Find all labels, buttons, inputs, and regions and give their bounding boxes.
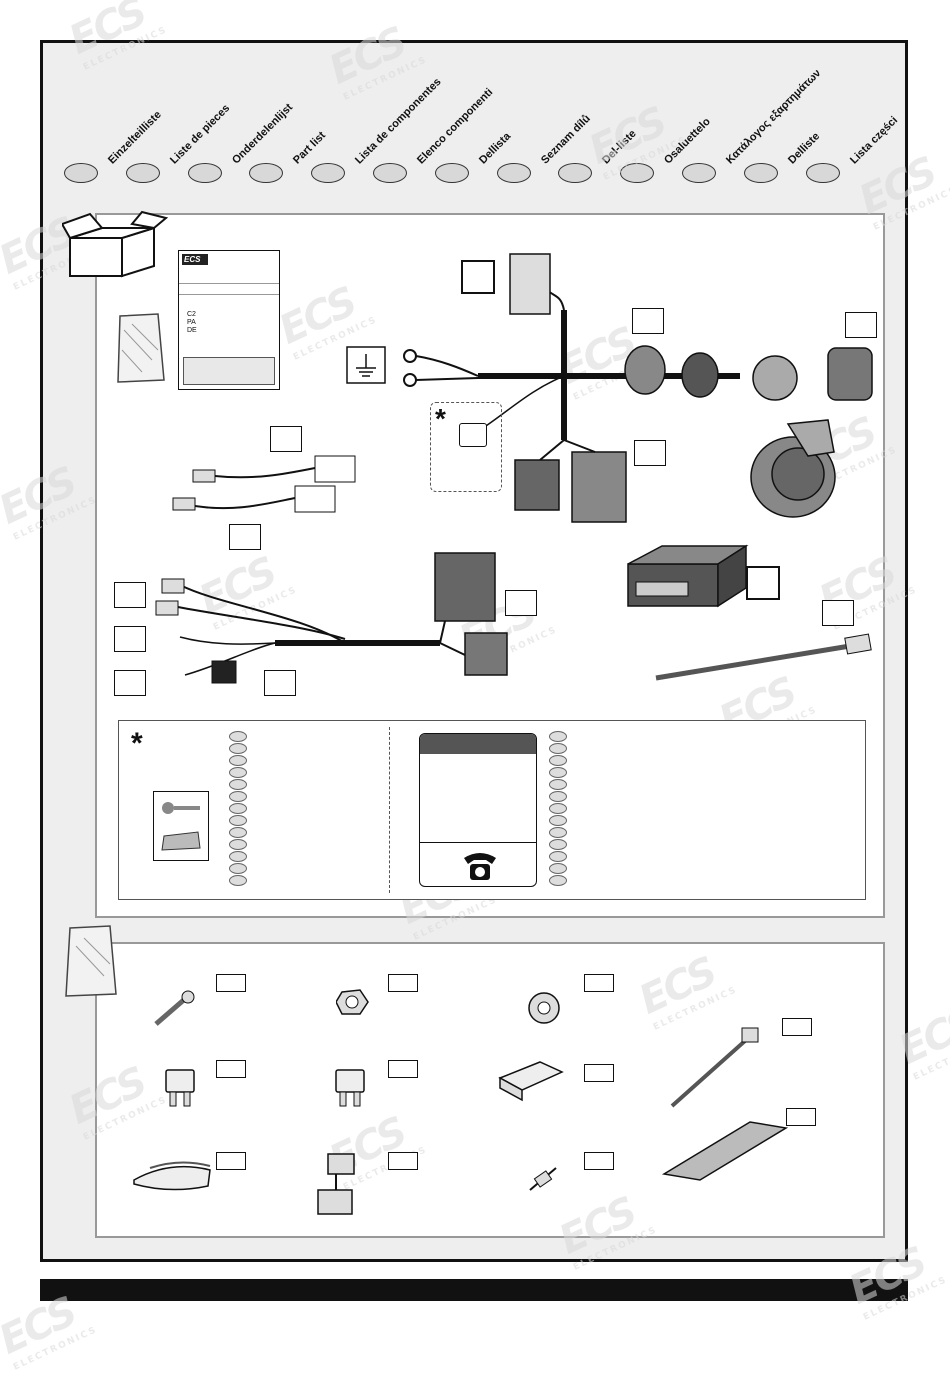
part-label-box [270, 426, 302, 452]
part-label-box [746, 566, 780, 600]
legend-oval [229, 779, 247, 790]
manual-row: C2 [187, 311, 196, 318]
legend-oval [229, 791, 247, 802]
phone-icon [464, 853, 496, 880]
optional-relay-box: * [430, 402, 502, 492]
language-oval [64, 163, 98, 183]
caravan-icon [161, 831, 201, 851]
bag-icon [65, 925, 117, 997]
control-module [627, 544, 749, 608]
legend-oval [549, 755, 567, 766]
cable-tie-icon [670, 1027, 759, 1108]
legend-oval [549, 731, 567, 742]
part-label-box [216, 974, 246, 992]
cable-splice-icon [317, 1153, 355, 1215]
part-label-box [782, 1018, 812, 1036]
legend-oval [549, 791, 567, 802]
legend-oval [549, 863, 567, 874]
part-label-box [114, 582, 146, 608]
language-oval [311, 163, 346, 183]
legend-oval [549, 767, 567, 778]
fuse-icon [335, 1069, 365, 1107]
connector-icon [529, 1167, 557, 1191]
footer-bar [40, 1279, 908, 1301]
key-caravan-panel [153, 791, 209, 861]
part-label-box [632, 308, 664, 334]
language-oval [434, 163, 469, 183]
installation-manual: ECS C2 PA DE [178, 250, 280, 390]
fuse-icon [165, 1069, 195, 1107]
sealing-strip-icon [661, 1121, 789, 1181]
part-label-box [786, 1108, 816, 1126]
legend-oval [549, 827, 567, 838]
relay-kit-panel [419, 733, 537, 887]
legend-oval [229, 815, 247, 826]
part-label-box [388, 1060, 418, 1078]
adhesive-pad-icon [133, 1161, 211, 1191]
part-label-box [114, 626, 146, 652]
part-label-box [114, 670, 146, 696]
legend-oval [229, 755, 247, 766]
language-oval [496, 163, 531, 183]
language-oval [743, 163, 778, 183]
part-label-box [584, 974, 614, 992]
legend-oval [229, 803, 247, 814]
language-oval [620, 163, 655, 183]
nut-icon [336, 989, 369, 1015]
legend-oval [549, 779, 567, 790]
asterisk-mark: * [131, 727, 143, 760]
main-wiring-harness [403, 253, 873, 523]
language-oval [125, 163, 160, 183]
part-label-box [388, 1152, 418, 1170]
part-label-box [584, 1152, 614, 1170]
options-legend: * [118, 720, 866, 900]
part-label-box [634, 440, 666, 466]
language-oval [805, 163, 840, 183]
trailer-socket [750, 419, 836, 518]
legend-oval [549, 743, 567, 754]
legend-oval [549, 875, 567, 886]
manual-row: PA [187, 319, 196, 326]
legend-oval [229, 743, 247, 754]
legend-oval [229, 875, 247, 886]
part-label-box [505, 590, 537, 616]
language-oval [682, 163, 716, 183]
box-icon [62, 210, 169, 278]
part-label-box [229, 524, 261, 550]
asterisk-mark: * [435, 403, 446, 434]
legend-oval [229, 827, 247, 838]
legend-oval [229, 767, 247, 778]
cable-tie-icon [655, 633, 872, 681]
legend-oval [549, 839, 567, 850]
manual-logo: ECS [182, 254, 208, 265]
manual-row: DE [187, 327, 197, 334]
part-label-box [216, 1152, 246, 1170]
washer-icon [528, 992, 560, 1024]
legend-oval [229, 863, 247, 874]
legend-oval [229, 731, 247, 742]
language-oval [558, 163, 593, 183]
ground-icon [346, 346, 386, 384]
legend-oval [229, 839, 247, 850]
part-label-box [584, 1064, 614, 1082]
part-label-box [264, 670, 296, 696]
key-icon [161, 802, 201, 851]
relay-icon [498, 1061, 564, 1102]
part-label-box [845, 312, 877, 338]
legend-oval [549, 815, 567, 826]
language-oval [187, 163, 222, 183]
secondary-wiring-harness [155, 552, 508, 684]
legend-oval [549, 803, 567, 814]
screw-icon [154, 990, 195, 1026]
part-label-box [822, 600, 854, 626]
language-oval [373, 163, 407, 183]
bag-icon [117, 313, 165, 383]
part-label-box [388, 974, 418, 992]
language-oval [249, 163, 284, 183]
legend-oval [229, 851, 247, 862]
part-label-box [216, 1060, 246, 1078]
part-label-box [461, 260, 495, 294]
legend-oval [549, 851, 567, 862]
fuse-cables [172, 455, 356, 513]
